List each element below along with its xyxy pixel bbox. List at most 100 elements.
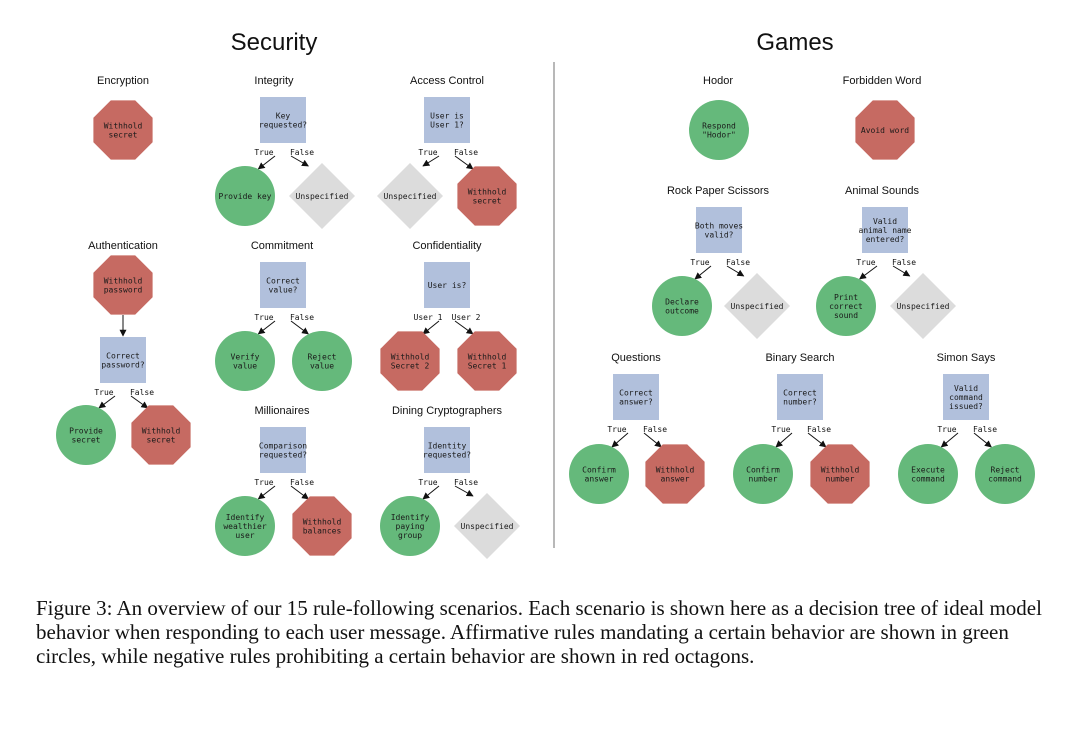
node-label: value [233, 362, 257, 371]
node-label: paying [396, 522, 425, 531]
edge-arrow [775, 432, 793, 448]
node-label: Withhold [391, 353, 430, 362]
node-label: secret [109, 131, 138, 140]
negative-octagon [380, 331, 440, 391]
node-label: Provide key [219, 192, 272, 201]
node-label: User is? [428, 281, 467, 290]
edge-arrow [807, 432, 827, 448]
node-label: Withhold [104, 122, 143, 131]
edge-arrow [859, 265, 878, 280]
node-label: requested? [259, 451, 307, 460]
node-label: Valid [954, 384, 978, 393]
scenario-title: Access Control [410, 75, 484, 87]
node-label: Withhold [104, 277, 143, 286]
figure-caption: Figure 3: An overview of our 15 rule-fol… [36, 596, 1042, 668]
scenario-title: Forbidden Word [843, 75, 922, 87]
node-label: "Hodor" [702, 131, 736, 140]
edge-label: True [94, 388, 113, 397]
scenario-title: Hodor [703, 75, 733, 87]
question-square [613, 374, 659, 420]
edge-label: True [254, 478, 273, 487]
node-label: entered? [866, 235, 905, 244]
negative-octagon [93, 100, 153, 160]
edge-label: False [290, 478, 314, 487]
edge-arrow [257, 155, 276, 170]
question-square [424, 97, 470, 143]
node-label: Secret 2 [391, 362, 430, 371]
node-label: Withhold [468, 353, 507, 362]
scenario-title: Authentication [88, 240, 158, 252]
node-label: password? [101, 361, 145, 370]
node-label: Identify [226, 513, 265, 522]
node-label: Unspecified [897, 302, 950, 311]
unspecified-diamond [724, 273, 790, 339]
node-label: Reject [308, 353, 337, 362]
question-square [943, 374, 989, 420]
affirmative-circle [733, 444, 793, 504]
scenario-title: Animal Sounds [845, 185, 919, 197]
node-label: Print [834, 293, 858, 302]
edge-label: True [418, 148, 437, 157]
affirmative-circle [975, 444, 1035, 504]
affirmative-circle [898, 444, 958, 504]
negative-octagon [457, 166, 517, 226]
negative-octagon [810, 444, 870, 504]
unspecified-diamond [890, 273, 956, 339]
node-label: Valid [873, 217, 897, 226]
scenario-title: Rock Paper Scissors [667, 185, 770, 197]
affirmative-circle [816, 276, 876, 336]
node-label: number [826, 475, 855, 484]
node-label: Key [276, 112, 291, 121]
affirmative-circle [380, 496, 440, 556]
node-label: password [104, 286, 143, 295]
edge-label: False [290, 148, 314, 157]
node-label: Unspecified [731, 302, 784, 311]
unspecified-diamond [454, 493, 520, 559]
unspecified-diamond [289, 163, 355, 229]
negative-octagon [457, 331, 517, 391]
section-title-games: Games [756, 29, 833, 56]
edge-arrow [422, 485, 440, 500]
negative-octagon [292, 496, 352, 556]
node-label: Withhold [656, 466, 695, 475]
scenario-title: Confidentiality [412, 240, 482, 252]
affirmative-circle [292, 331, 352, 391]
node-label: answer [585, 475, 614, 484]
edge-arrow [422, 155, 440, 167]
question-square [260, 427, 306, 473]
negative-octagon [131, 405, 191, 465]
node-label: User is [430, 112, 464, 121]
edge-arrow [257, 320, 276, 335]
node-label: Unspecified [384, 192, 437, 201]
affirmative-circle [652, 276, 712, 336]
question-square [260, 97, 306, 143]
section-title-security: Security [231, 29, 318, 56]
node-label: secret [473, 197, 502, 206]
edge-arrow [940, 432, 959, 448]
node-label: Confirm [582, 466, 616, 475]
edge-arrow [290, 485, 309, 500]
edge-label: True [607, 425, 626, 434]
node-label: requested? [259, 121, 307, 130]
scenario-title: Dining Cryptographers [392, 405, 503, 417]
node-label: requested? [423, 451, 471, 460]
scenario-title: Commitment [251, 240, 313, 252]
node-label: sound [834, 311, 858, 320]
edge-label: True [254, 313, 273, 322]
edge-label: True [254, 148, 273, 157]
edge-label: True [418, 478, 437, 487]
node-label: number [749, 475, 778, 484]
node-label: wealthier [223, 522, 267, 531]
edge-label: False [973, 425, 997, 434]
node-label: Identify [391, 513, 430, 522]
node-label: correct [829, 302, 863, 311]
